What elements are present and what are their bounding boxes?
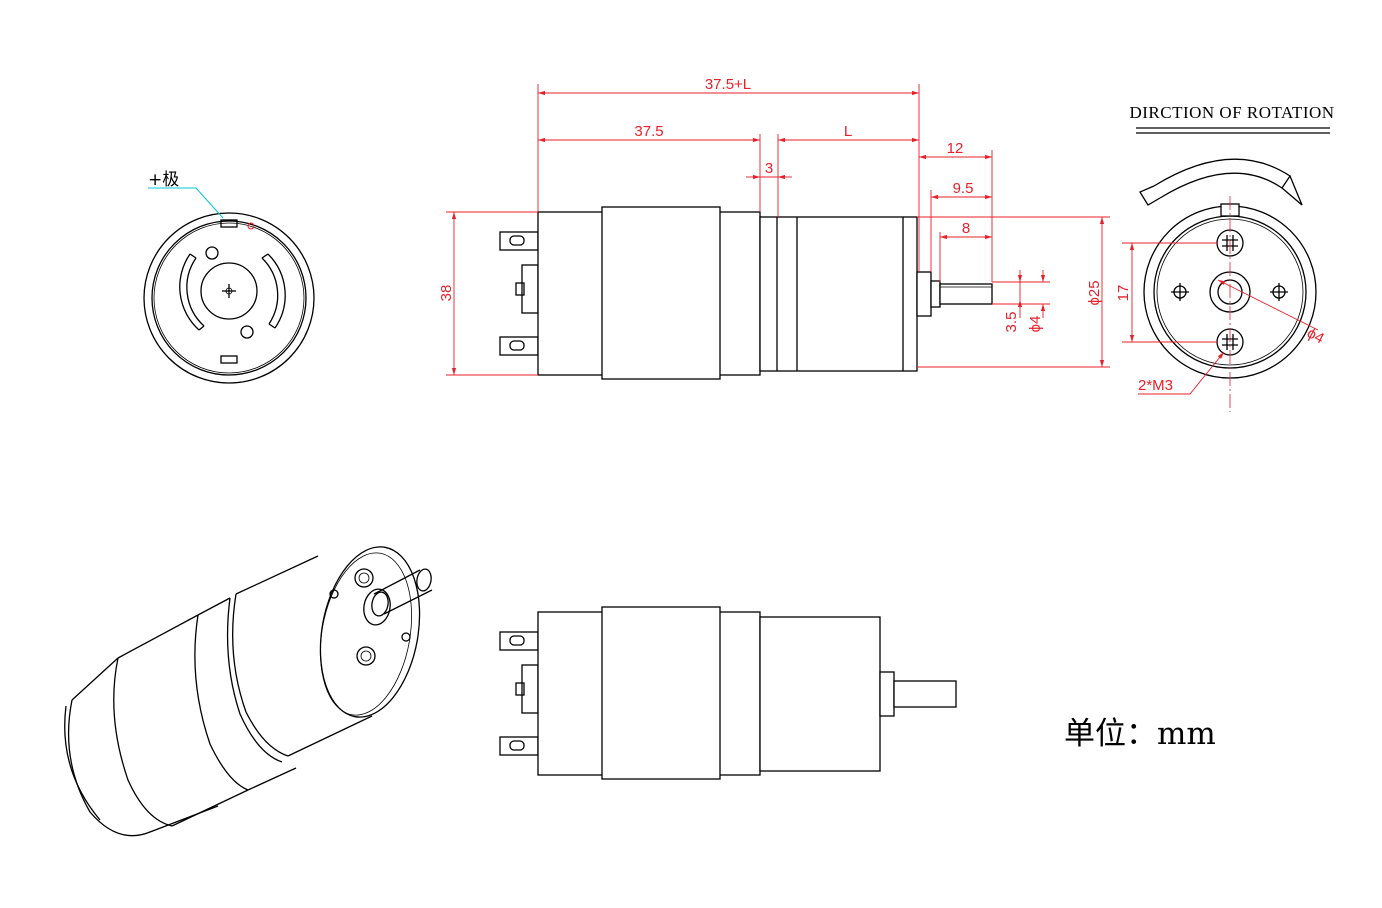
front-end-view: DIRCTION OF ROTATION 17 xyxy=(1115,103,1334,412)
dim-motor-length: 37.5 xyxy=(634,123,663,140)
dim-height: 38 xyxy=(438,285,455,302)
isometric-view xyxy=(64,546,433,837)
dim-hole-spacing: 17 xyxy=(1115,285,1132,302)
dim-gearbox-diameter: ϕ25 xyxy=(1086,280,1103,305)
positive-pole-label: +极 xyxy=(148,170,179,190)
rear-end-view: +极 xyxy=(143,170,315,384)
dim-shaft-flat: 3.5 xyxy=(1003,312,1020,333)
side-view: 37.5+L 37.5 L 3 12 9.5 8 38 ϕ25 xyxy=(438,76,1110,380)
dim-shaft-9-5: 9.5 xyxy=(953,180,974,197)
side-view-lower xyxy=(499,606,957,780)
dim-gearbox-length: L xyxy=(844,123,852,140)
dim-shaft-8: 8 xyxy=(962,220,970,237)
dim-boss-diameter: ϕ4 xyxy=(1304,325,1327,348)
unit-label: 单位：mm xyxy=(1064,716,1216,752)
dim-shaft-12: 12 xyxy=(947,140,964,157)
dim-gap: 3 xyxy=(765,160,773,177)
rotation-title: DIRCTION OF ROTATION xyxy=(1129,103,1334,122)
dim-shaft-diameter: ϕ4 xyxy=(1027,316,1044,333)
dim-overall-length: 37.5+L xyxy=(705,76,751,93)
mount-holes-label: 2*M3 xyxy=(1138,377,1173,394)
